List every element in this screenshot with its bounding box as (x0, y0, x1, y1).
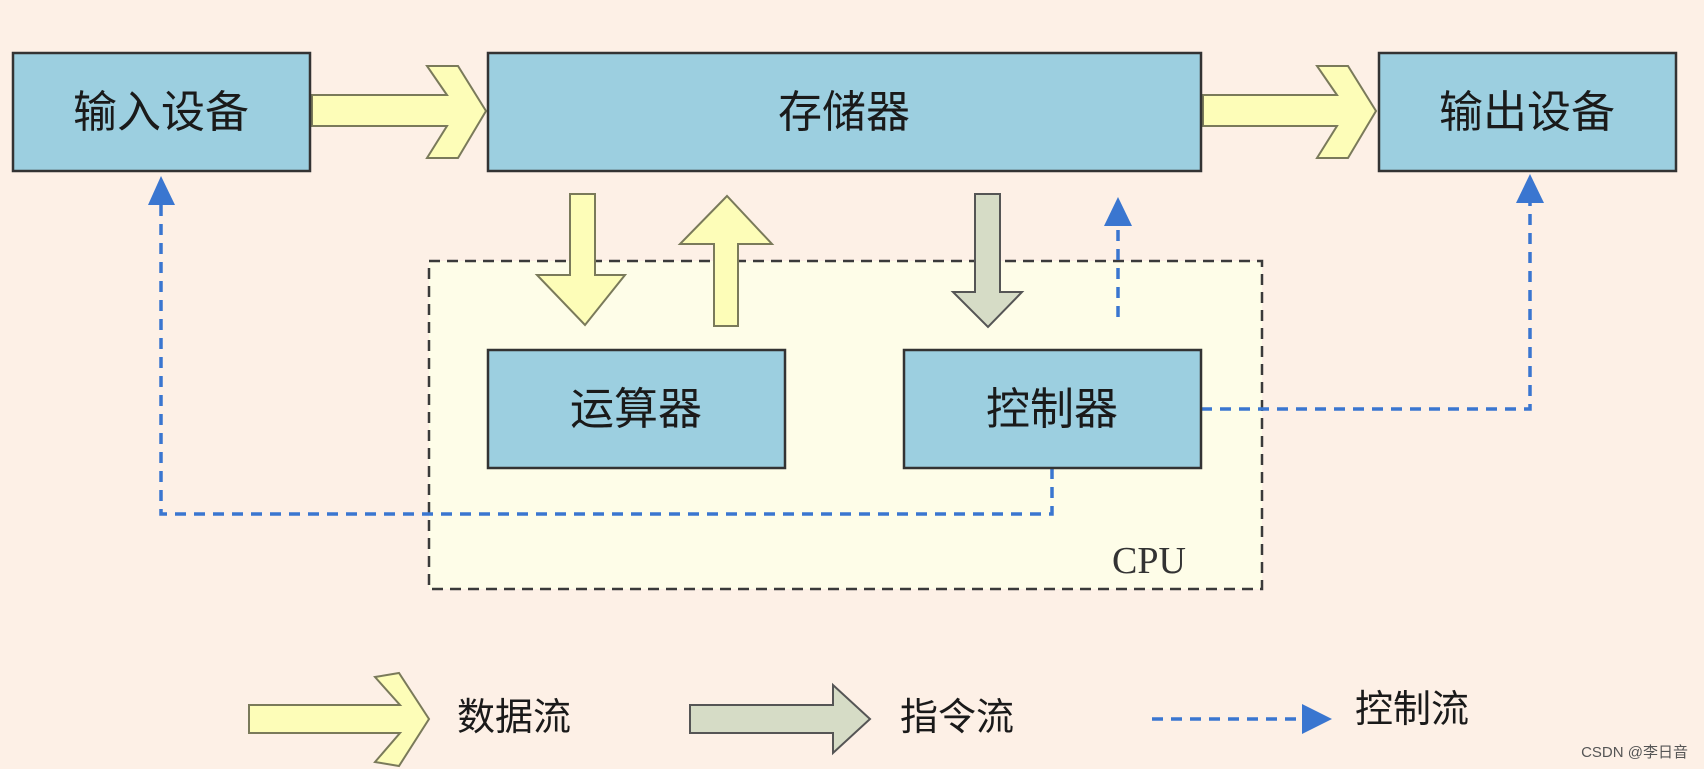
box-alu: 运算器 (486, 348, 787, 470)
legend-data-flow-label: 数据流 (457, 695, 571, 739)
legend: 数据流 指令流 控制流 (248, 671, 1469, 768)
box-output-device-label: 输出设备 (1439, 87, 1615, 138)
legend-data-flow-arrow (248, 671, 431, 768)
control-arrowhead-memory (1104, 197, 1132, 226)
legend-control-flow-arrowhead (1302, 704, 1332, 734)
cpu-label: CPU (1112, 540, 1186, 582)
box-controller: 控制器 (902, 348, 1203, 470)
control-line-controller-to-input (159, 200, 1054, 516)
control-arrowhead-output (1516, 174, 1544, 203)
data-arrow-alu-to-memory (677, 194, 775, 327)
watermark: CSDN @李日音 (1581, 744, 1688, 761)
legend-instruction-flow-label: 指令流 (900, 695, 1014, 739)
control-arrowhead-input (148, 176, 175, 205)
box-input-device-label: 输入设备 (73, 87, 249, 138)
box-memory: 存储器 (486, 51, 1203, 173)
box-memory-label: 存储器 (778, 87, 910, 138)
control-line-controller-to-output (1201, 203, 1532, 411)
box-output-device: 输出设备 (1377, 51, 1678, 173)
box-alu-label: 运算器 (570, 384, 702, 435)
data-arrow-input-to-memory (311, 65, 488, 159)
instruction-arrow-memory-to-controller (950, 193, 1025, 329)
legend-instruction-flow-arrow (689, 682, 872, 756)
data-arrow-memory-to-output (1202, 65, 1378, 159)
box-controller-label: 控制器 (986, 384, 1118, 435)
data-arrow-memory-to-alu (534, 193, 628, 327)
box-input-device: 输入设备 (11, 51, 312, 173)
legend-control-flow-label: 控制流 (1355, 687, 1469, 731)
